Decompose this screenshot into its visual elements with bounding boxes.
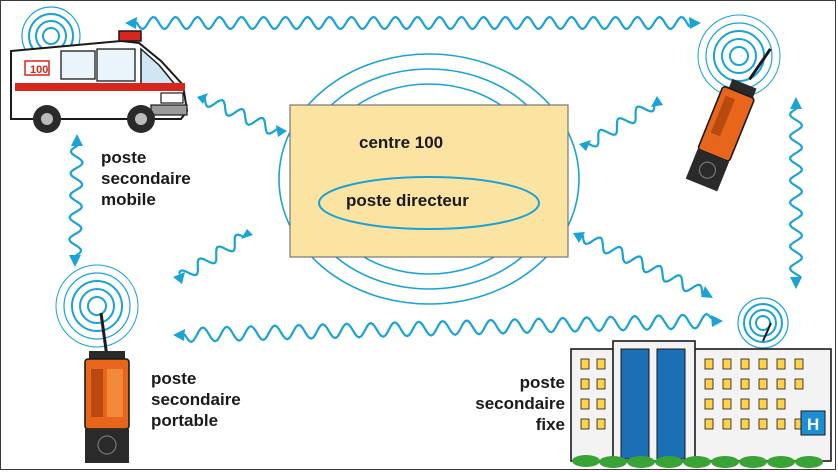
center-title: centre 100 [359,133,444,152]
hospital-signal-rings [737,297,789,349]
svg-text:H: H [807,415,819,434]
portable-radio-icon [84,312,130,463]
radio-links [68,15,804,344]
portable-station-label: poste secondaire portable [151,368,241,431]
svg-text:100: 100 [30,64,48,76]
portable-label-line: poste [151,369,197,388]
portable-signal-rings [55,264,139,348]
grass-hedge [572,455,823,468]
director-ellipse [318,176,540,230]
mobile-station-label: poste secondaire mobile [101,147,191,210]
ambulance-icon: 100 [10,30,189,133]
portable-label-line: secondaire [151,390,241,409]
fixed-label-line: secondaire [475,394,565,413]
link-arrowheads [69,17,802,341]
fixed-label-line: poste [519,373,565,392]
top-radio-icon [685,48,772,192]
portable-label-line: portable [151,411,219,430]
hospital-building-icon: H [570,322,832,468]
director-station-label: poste directeur [346,191,469,210]
center-box [289,104,569,258]
mobile-label-line: mobile [101,190,156,209]
mobile-label-line: secondaire [101,169,191,188]
mobile-label-line: poste [101,148,147,167]
fixed-label-line: fixe [535,415,565,434]
fixed-station-label: poste secondaire fixe [475,372,565,435]
